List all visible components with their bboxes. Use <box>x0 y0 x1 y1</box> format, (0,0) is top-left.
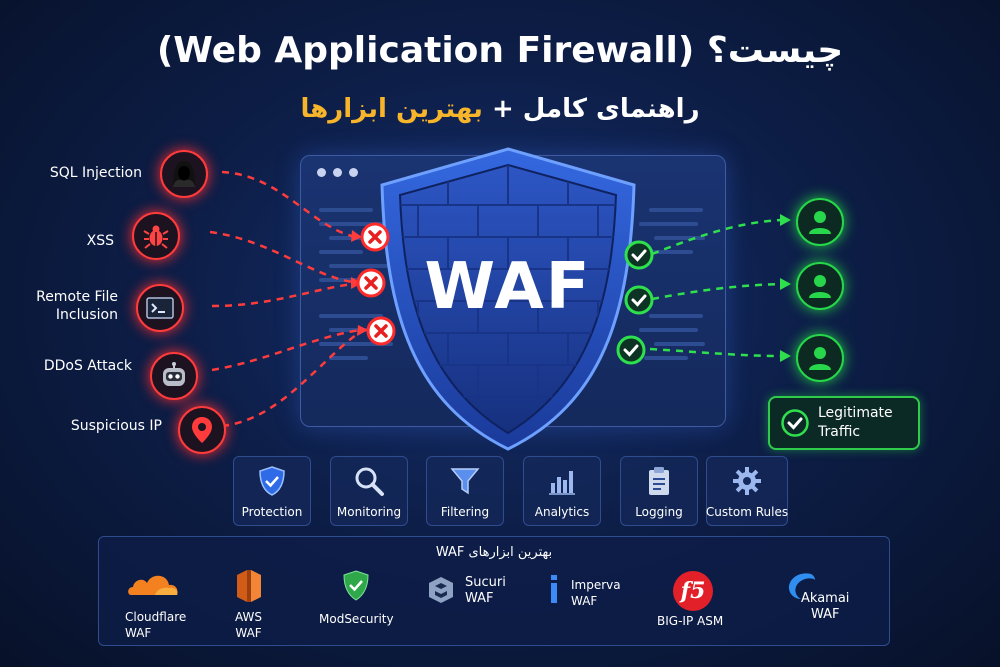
threat-label-ddos-attack: DDoS Attack <box>43 358 132 374</box>
feature-filtering: Filtering <box>426 456 504 526</box>
bug-icon <box>143 225 169 249</box>
check-circle-icon <box>781 409 809 437</box>
feature-label: Analytics <box>534 505 590 519</box>
threat-connector <box>221 170 353 238</box>
tools-heading: بهترین ابزارهای WAF <box>435 545 553 560</box>
feature-label: Monitoring <box>336 505 402 519</box>
tool-suffix: WAF <box>465 591 494 606</box>
tool-imperva-label: Imperva WAF <box>571 577 621 609</box>
waf-tools-panel: بهترین ابزارهای WAF Cloudflare WAF AWS W… <box>98 536 890 646</box>
subtitle-highlight: بهترین ابزارها <box>300 94 483 124</box>
tool-modsecurity-label: ModSecurity <box>319 612 394 626</box>
user-icon <box>809 211 831 234</box>
waf-label: WAF <box>424 250 592 324</box>
window-dot <box>333 168 342 177</box>
allowed-check-icon <box>616 335 646 365</box>
location-pin-icon <box>192 417 212 443</box>
safe-connector <box>651 218 783 256</box>
tool-name: Akamai <box>801 591 850 606</box>
clipboard-icon <box>649 467 669 495</box>
threat-connector <box>221 330 361 428</box>
threat-ddos-attack <box>150 352 198 400</box>
sucuri-logo-icon <box>429 577 453 603</box>
bar-chart-icon <box>549 471 575 495</box>
f5-logo-icon: f5 <box>673 571 713 611</box>
tool-suffix: WAF <box>235 626 262 640</box>
threat-xss <box>132 212 180 260</box>
legitimate-traffic-badge: Legitimate Traffic <box>768 396 920 450</box>
legit-user <box>796 334 844 382</box>
waf-shield <box>380 147 636 451</box>
threat-connector <box>211 328 361 372</box>
threat-label-remote-file-inclusion: Remote File Inclusion <box>0 288 118 324</box>
threat-label-xss: XSS <box>86 233 114 249</box>
window-dot <box>317 168 326 177</box>
modsecurity-logo-icon <box>343 570 369 601</box>
threat-connector <box>211 282 353 308</box>
robot-icon <box>163 362 185 386</box>
feature-monitoring: Monitoring <box>330 456 408 526</box>
legit-user <box>796 262 844 310</box>
blocked-x-icon <box>366 316 396 346</box>
threat-label-text: Remote File Inclusion <box>36 289 118 323</box>
window-dot <box>349 168 358 177</box>
threat-suspicious-ip <box>178 406 226 454</box>
page-subtitle: راهنمای کامل + بهترین ابزارها <box>0 94 1000 124</box>
tool-suffix: WAF <box>571 594 598 608</box>
tool-aws-label: AWS WAF <box>235 609 262 641</box>
blocked-x-icon <box>356 268 386 298</box>
threat-label-suspicious-ip: Suspicious IP <box>70 418 162 434</box>
terminal-icon <box>146 297 174 319</box>
page-title: چیست؟ (Web Application Firewall) <box>156 30 844 71</box>
user-icon <box>809 275 831 298</box>
tool-suffix: WAF <box>125 626 152 640</box>
threat-remote-file-inclusion <box>136 284 184 332</box>
tool-cloudflare-label: Cloudflare WAF <box>125 609 186 641</box>
feature-analytics: Analytics <box>523 456 601 526</box>
tool-suffix: WAF <box>810 607 840 622</box>
feature-custom-rules: Custom Rules <box>706 456 788 526</box>
tool-name: Imperva <box>571 578 621 592</box>
aws-logo-icon <box>237 570 261 602</box>
tool-akamai-label: Akamai WAF <box>801 591 849 623</box>
tool-name: Cloudflare <box>125 610 187 624</box>
legit-user <box>796 198 844 246</box>
threat-sql-injection <box>160 150 208 198</box>
magnifier-icon <box>355 467 384 496</box>
gear-icon <box>733 467 761 495</box>
allowed-check-icon <box>624 240 654 270</box>
safe-connector <box>649 347 783 358</box>
threat-connector <box>209 230 353 284</box>
feature-label: Protection <box>241 505 303 519</box>
cloudflare-logo-icon <box>128 575 178 595</box>
feature-label: Custom Rules <box>705 505 789 519</box>
allowed-check-icon <box>624 285 654 315</box>
funnel-icon <box>450 468 480 495</box>
akamai-logo-icon <box>788 573 815 599</box>
feature-logging: Logging <box>620 456 698 526</box>
hacker-icon <box>173 161 195 187</box>
safe-connector <box>651 282 783 301</box>
shield-check-icon <box>259 466 285 496</box>
feature-protection: Protection <box>233 456 311 526</box>
legitimate-traffic-label: Legitimate Traffic <box>818 405 893 440</box>
tool-bigip-asm-label: BIG-IP ASM <box>657 614 724 628</box>
blocked-x-icon <box>360 222 390 252</box>
threat-label-sql-injection: SQL Injection <box>49 165 142 181</box>
subtitle-prefix: راهنمای کامل + <box>482 94 700 124</box>
feature-label: Logging <box>635 505 683 519</box>
tool-sucuri-label: Sucuri WAF <box>465 575 506 607</box>
feature-label: Filtering <box>440 505 490 519</box>
tool-name: AWS <box>235 610 263 624</box>
imperva-logo-icon <box>551 575 557 603</box>
user-icon <box>809 347 831 370</box>
tool-name: Sucuri <box>465 575 506 590</box>
